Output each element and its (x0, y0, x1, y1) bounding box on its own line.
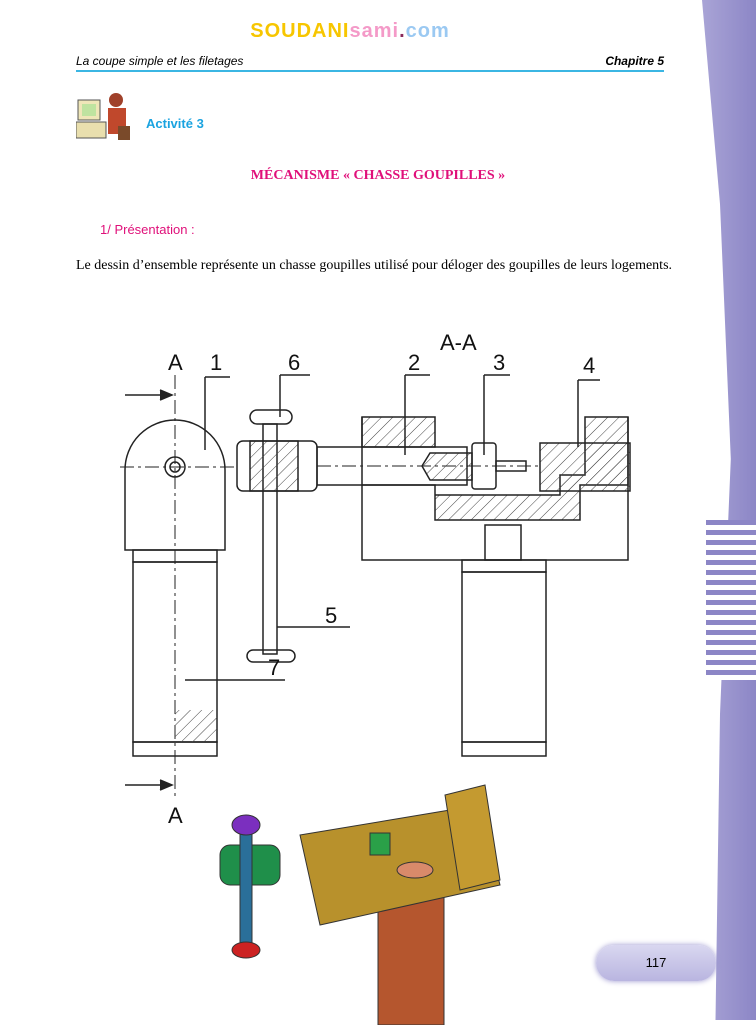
page-number-badge: 117 (596, 945, 716, 981)
section-mark-bottom: A (168, 803, 183, 828)
site-brand: SOUDANIsami.com (0, 20, 700, 43)
page-number: 117 (645, 955, 667, 970)
decorative-stripes (706, 520, 756, 680)
part-label-1: 1 (210, 350, 222, 375)
side-view (120, 375, 235, 800)
section-mark-top: A (168, 350, 183, 375)
brand-part: sami (349, 20, 400, 42)
running-header: La coupe simple et les filetages Chapitr… (76, 54, 664, 72)
part-label-5: 5 (325, 603, 337, 628)
section-heading: 1/ Présentation : (100, 222, 195, 237)
part-label-3: 3 (493, 350, 505, 375)
brand-part: SOUDANI (250, 20, 350, 42)
intro-paragraph: Le dessin d’ensemble représente un chass… (76, 258, 673, 273)
pin-part (185, 374, 350, 681)
part-label-7: 7 (268, 655, 280, 680)
assembly-drawing: A A A-A 1 6 2 3 4 5 7 (120, 330, 631, 1025)
section-view (316, 374, 631, 757)
brand-part: com (405, 20, 450, 42)
header-lesson-title: La coupe simple et les filetages (76, 54, 244, 68)
brand-part: . (399, 20, 406, 42)
3d-render (219, 784, 501, 1025)
part-label-6: 6 (288, 350, 300, 375)
part-label-4: 4 (583, 353, 595, 378)
header-chapter: Chapitre 5 (605, 54, 664, 68)
computer-user-illustration (76, 93, 130, 140)
part-label-2: 2 (408, 350, 420, 375)
section-view-label: A-A (440, 330, 477, 355)
decorative-side-band (702, 0, 756, 1020)
activity-heading: Activité 3 (146, 116, 204, 131)
page-title: MÉCANISME « CHASSE GOUPILLES » (250, 168, 506, 183)
